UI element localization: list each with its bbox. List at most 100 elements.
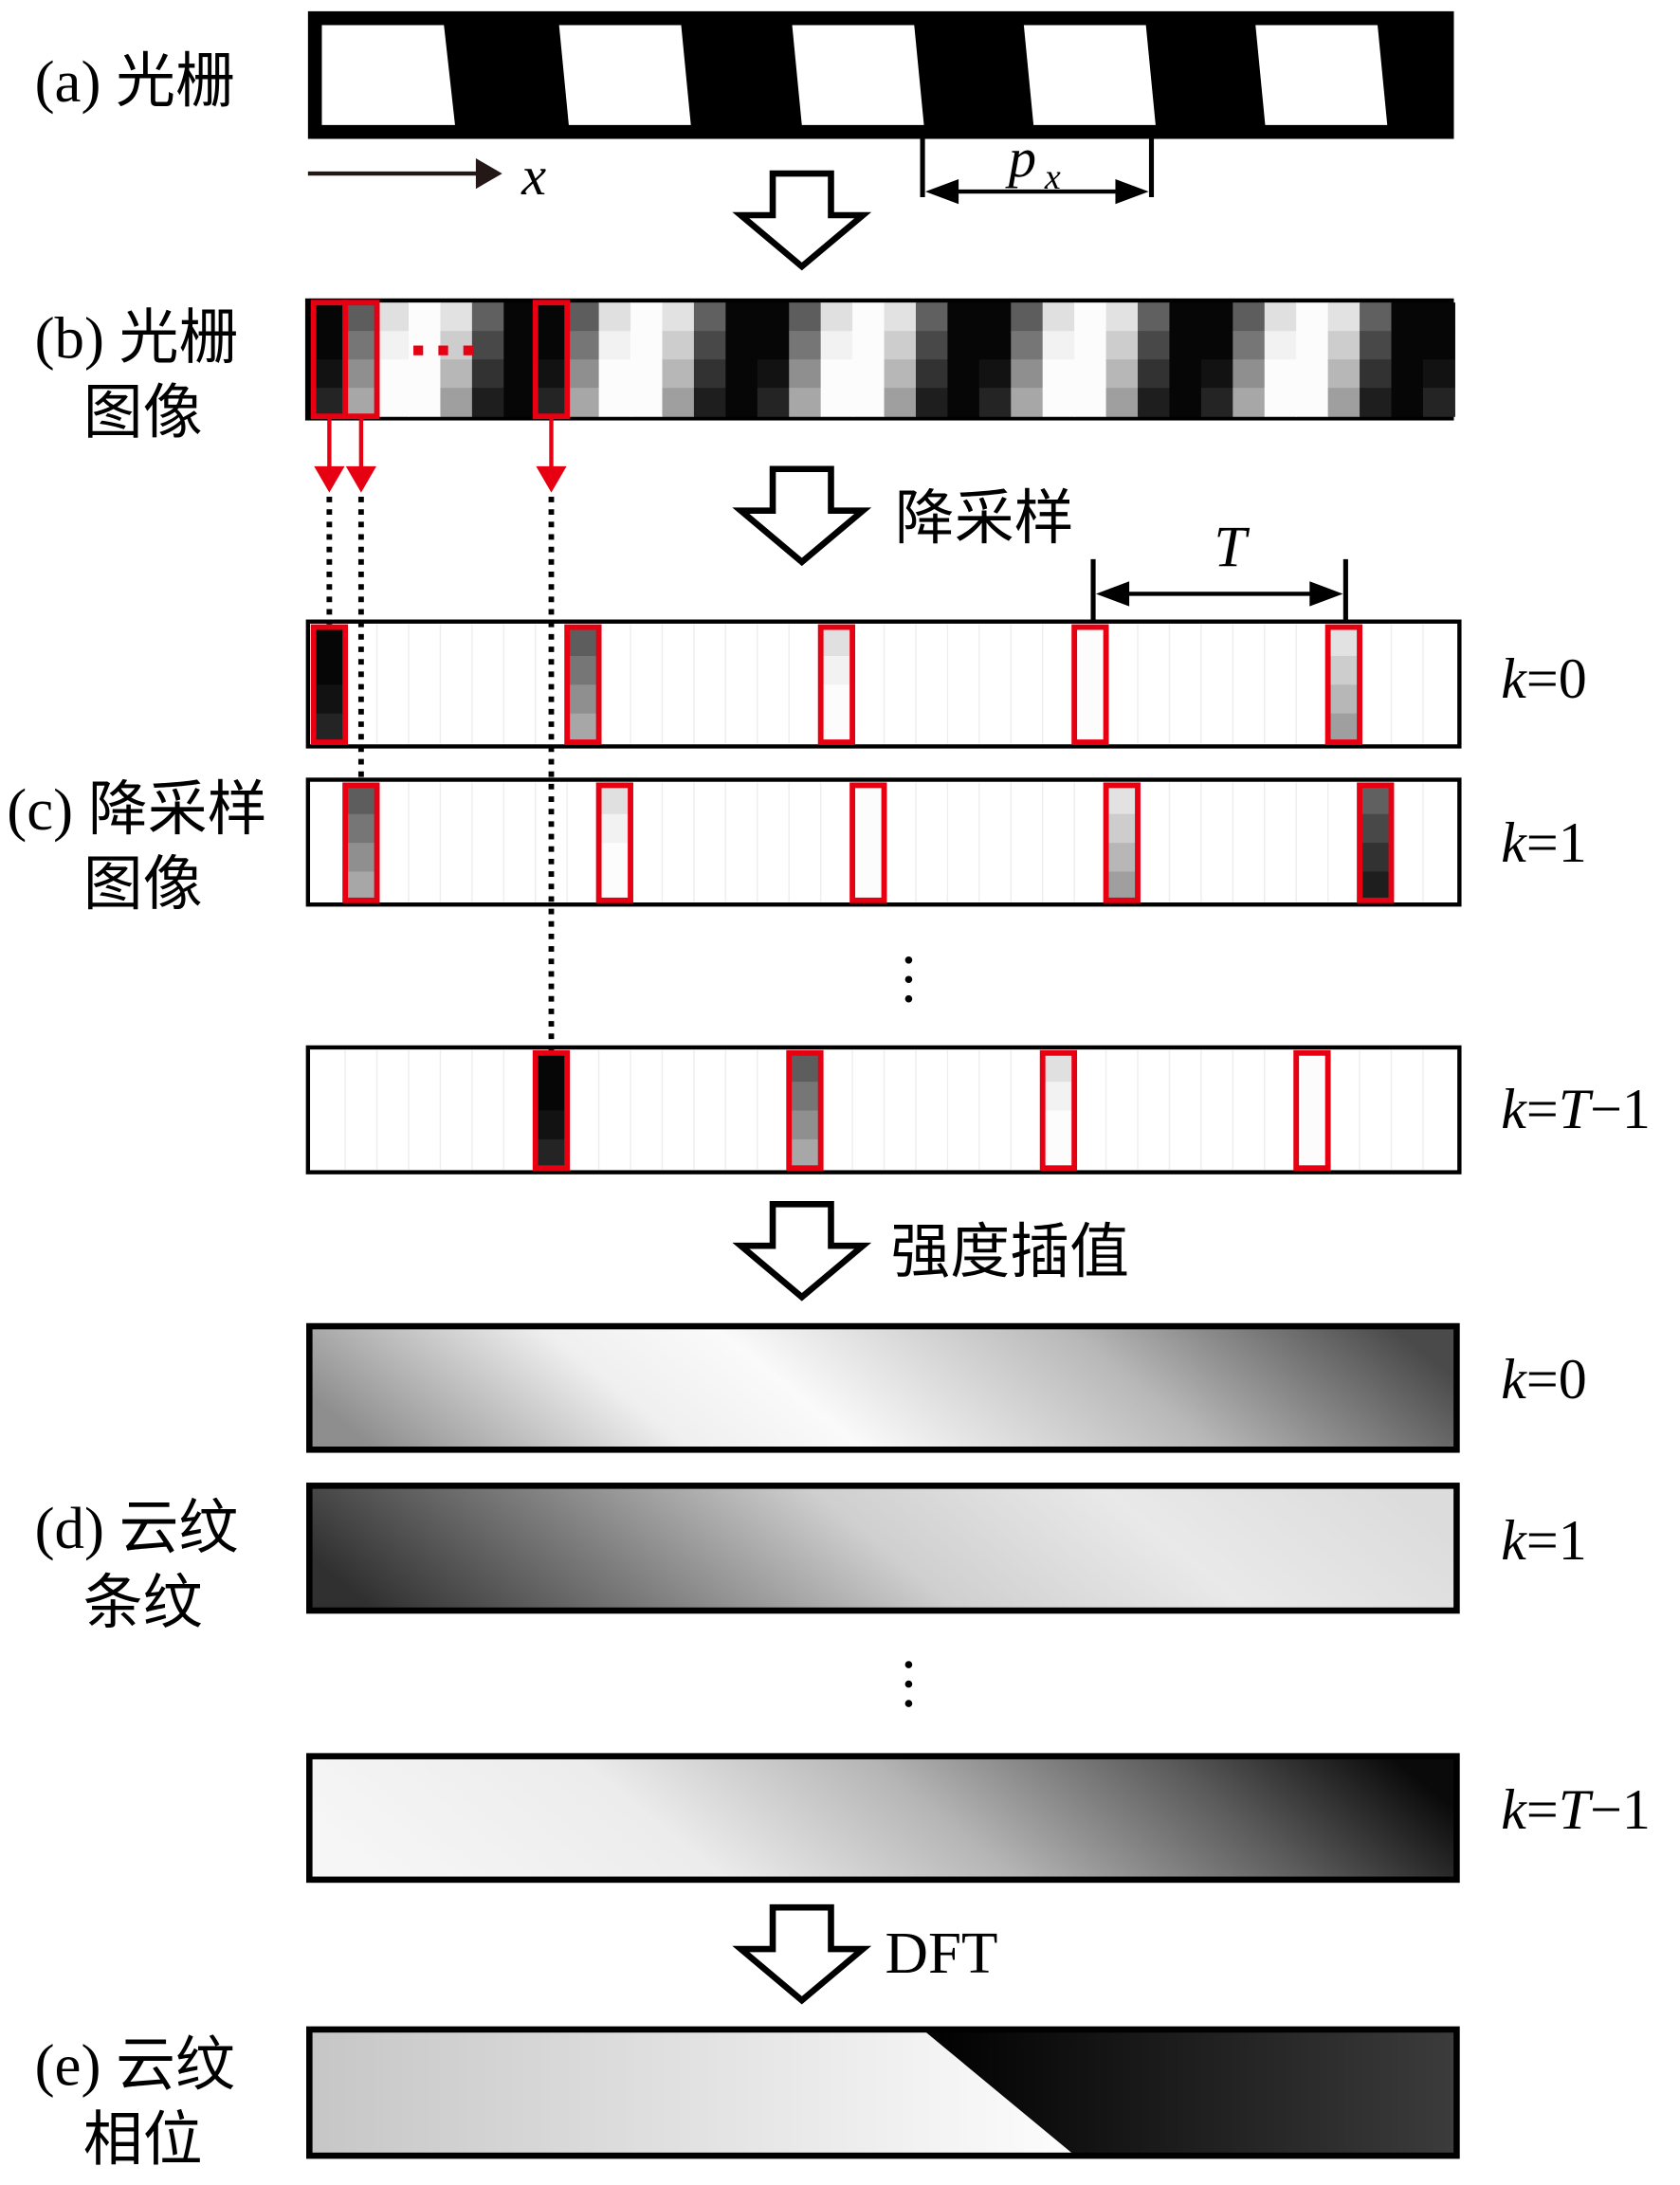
sampled-pixel (1296, 1052, 1328, 1083)
grating-pixel (1391, 388, 1424, 417)
grating-pixel (662, 388, 695, 417)
grating-pixel (725, 331, 758, 360)
grating-pixel (630, 359, 664, 389)
panel-c: (c) 降采样 图像 T k=0 k=1 k=T−1 (7, 497, 1651, 1174)
period-px-subscript: x (1044, 157, 1061, 197)
grating-pixel (598, 359, 631, 389)
sampled-pixel (567, 713, 599, 743)
grating-pixel (1011, 359, 1044, 389)
sampled-pixel (1105, 785, 1139, 815)
sampled-pixel (1042, 1110, 1075, 1140)
sampled-pixel (313, 713, 346, 743)
arrow-left-icon (924, 178, 959, 205)
grating-pixel (1391, 359, 1424, 389)
grating-pixel (567, 331, 600, 360)
grating-pixel (1327, 388, 1360, 417)
sampled-pixel (1327, 627, 1360, 657)
panel-d-label-line1: (d) 云纹 (35, 1495, 239, 1561)
sample-highlight-box (1324, 624, 1362, 745)
sample-highlight-box (1357, 782, 1395, 903)
grating-pixel (1233, 302, 1266, 332)
grating-pixel (503, 302, 537, 332)
sampled-pixel (1360, 785, 1392, 815)
grating-pixel (345, 302, 378, 332)
sampled-pixel (1105, 871, 1139, 901)
grating-pixel (1169, 302, 1202, 332)
sampled-pixel (1296, 1082, 1328, 1111)
step-label-downsample: 降采样 (895, 485, 1074, 552)
grating-pixel (1138, 388, 1171, 417)
grating-pixel (1169, 359, 1202, 389)
sampled-pixel (1327, 655, 1360, 685)
sampled-pixel (313, 655, 346, 685)
grating-pixel (1011, 388, 1044, 417)
sample-highlight-box (532, 1049, 571, 1172)
grating-pixel (884, 359, 917, 389)
hollow-down-arrow-icon (732, 170, 872, 271)
grating-image-pixels (313, 302, 1455, 417)
grating-pixel (757, 388, 790, 417)
grating-pixel (725, 359, 758, 389)
row-label-k1: k=1 (1501, 811, 1586, 874)
grating-pixel (440, 302, 473, 332)
dotted-guides (326, 497, 555, 1050)
grating-pixel (345, 388, 378, 417)
grating-pixel (313, 331, 346, 360)
sampled-pixel (852, 813, 885, 844)
moire-fringe-kT-1 (306, 1753, 1460, 1884)
grating-pixel (1105, 302, 1139, 332)
panel-c-label-line2: 图像 (83, 851, 203, 918)
grating-pixel (376, 359, 410, 389)
grating-pixel (313, 359, 346, 389)
grating-pixel (852, 359, 886, 389)
grating-pixel (820, 359, 853, 389)
grating-pixel (313, 302, 346, 332)
grating-pixel (1105, 388, 1139, 417)
grating-pixel (1200, 302, 1233, 332)
sampled-pixel (535, 1082, 568, 1111)
sampled-pixel (1074, 713, 1106, 743)
grating-pixel (820, 302, 853, 332)
grating-pixel (884, 331, 917, 360)
grating-pixel (757, 331, 790, 360)
grating-pixel (471, 388, 504, 417)
phase-region-left (309, 2029, 1076, 2157)
grating-pixel (567, 359, 600, 389)
step-label-interpolation: 强度插值 (890, 1219, 1129, 1285)
sampled-pixel (313, 627, 346, 657)
grating-pixel (440, 331, 473, 360)
red-arrow-down-icon (345, 465, 376, 493)
row-label-kT-1: k=T−1 (1501, 1078, 1651, 1140)
grating-pixel (1327, 302, 1360, 332)
grating-pixel (1042, 331, 1075, 360)
sampled-pixel (535, 1138, 568, 1169)
sampled-pixel (820, 627, 853, 657)
grating-pixel (1169, 331, 1202, 360)
grating-pixel (598, 302, 631, 332)
red-arrow-down-icon (314, 465, 345, 493)
grating-pixel (1074, 302, 1107, 332)
panel-a-label: (a) 光栅 (35, 48, 235, 115)
grating-pixel (1391, 331, 1424, 360)
grating-pixel (409, 331, 442, 360)
grating-pixel (313, 388, 346, 417)
arrow-right-icon (1115, 178, 1149, 205)
grating-pixel (915, 302, 948, 332)
sample-highlight-box (786, 1049, 824, 1172)
sampled-pixel (598, 785, 631, 815)
grating-pixel (978, 359, 1012, 389)
sampled-pixel (852, 871, 885, 901)
sampled-pixel (1296, 1138, 1328, 1169)
sampled-pixel (1105, 843, 1139, 872)
grating-pixel (1327, 359, 1360, 389)
ellipsis-dot (904, 994, 913, 1003)
sampled-pixel (345, 785, 377, 815)
grating-pixel (409, 388, 442, 417)
sample-highlight-box (817, 624, 856, 745)
red-dot (438, 345, 448, 355)
grating-pixel (1360, 359, 1393, 389)
sampled-pixel (1105, 813, 1139, 844)
grating-pixel (1169, 388, 1202, 417)
hollow-down-arrow-icon (732, 465, 872, 567)
grating-pixel (1264, 302, 1297, 332)
